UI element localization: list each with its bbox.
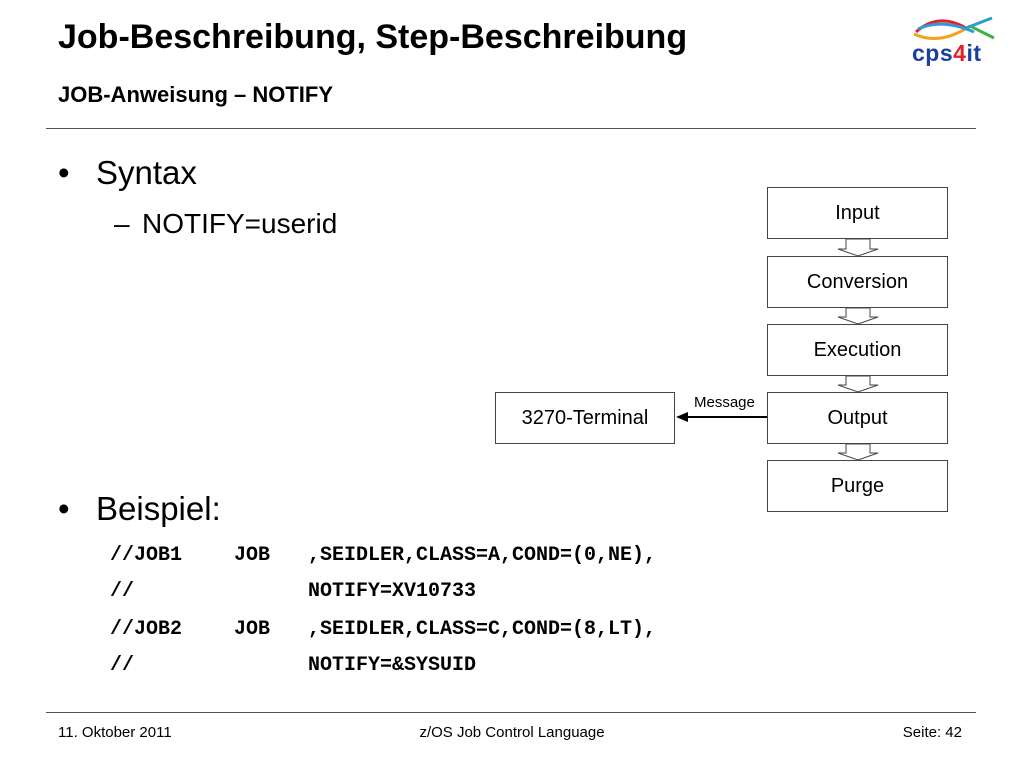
footer-date: 11. Oktober 2011: [58, 724, 172, 741]
code-name: //JOB1: [110, 544, 183, 567]
code-op: JOB: [234, 544, 271, 567]
footer-divider: [46, 712, 976, 713]
down-arrow-icon: [837, 238, 879, 257]
code-line-2: // NOTIFY=XV10733: [110, 580, 476, 672]
step-purge: Purge: [767, 460, 948, 512]
code-params: ,SEIDLER,CLASS=C,COND=(8,LT),: [308, 618, 657, 641]
cps4it-logo: cps4it: [908, 14, 1004, 72]
terminal-box: 3270-Terminal: [495, 392, 675, 444]
code-line-4: // NOTIFY=&SYSUID: [110, 654, 476, 746]
code-params: NOTIFY=&SYSUID: [308, 654, 477, 677]
header-divider: [46, 128, 976, 129]
slide-title: Job-Beschreibung, Step-Beschreibung: [58, 18, 688, 56]
footer-page-number: Seite: 42: [902, 724, 962, 741]
bullet-dot: •: [58, 490, 70, 527]
step-execution: Execution: [767, 324, 948, 376]
down-arrow-icon: [837, 307, 879, 325]
code-op: JOB: [234, 618, 271, 641]
message-label: Message: [694, 394, 755, 411]
code-name: //: [110, 580, 135, 603]
dash-marker: –: [114, 208, 130, 239]
code-params: NOTIFY=XV10733: [308, 580, 477, 603]
code-line-3: //JOB2 JOB ,SEIDLER,CLASS=C,COND=(8,LT),: [110, 618, 656, 710]
step-input: Input: [767, 187, 948, 239]
code-name: //JOB2: [110, 618, 183, 641]
bullet-beispiel: •Beispiel:: [58, 490, 221, 527]
bullet-syntax: •Syntax: [58, 154, 197, 191]
code-line-1: //JOB1 JOB ,SEIDLER,CLASS=A,COND=(0,NE),: [110, 544, 656, 636]
step-output: Output: [767, 392, 948, 444]
down-arrow-icon: [837, 375, 879, 393]
sub-bullet-notify: –NOTIFY=userid: [114, 208, 338, 239]
code-name: //: [110, 654, 135, 677]
logo-text: cps4it: [912, 40, 982, 66]
code-params: ,SEIDLER,CLASS=A,COND=(0,NE),: [308, 544, 657, 567]
slide-subtitle: JOB-Anweisung – NOTIFY: [58, 82, 334, 107]
down-arrow-icon: [837, 443, 879, 461]
fish-logo-icon: [913, 16, 995, 40]
step-conversion: Conversion: [767, 256, 948, 308]
message-arrowhead-icon: [676, 412, 688, 422]
bullet-dot: •: [58, 154, 70, 191]
footer-course-title: z/OS Job Control Language: [419, 724, 605, 741]
